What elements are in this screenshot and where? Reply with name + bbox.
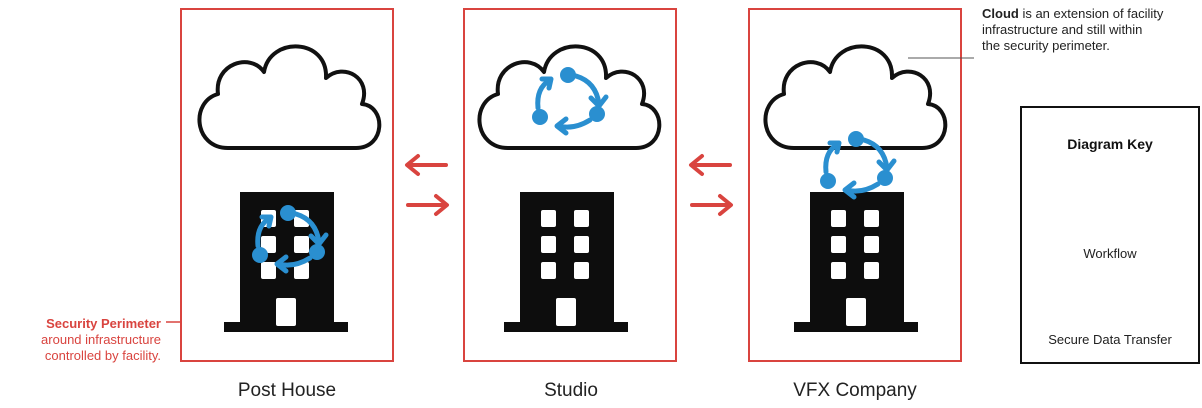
security-perimeter-line2: controlled by facility. — [44, 348, 161, 363]
facility-label-post-house: Post House — [237, 380, 337, 401]
building-icon — [504, 192, 628, 332]
cloud-note-title: Cloud — [982, 6, 1019, 21]
transfer-arrows-icon — [689, 154, 733, 216]
transfer-arrows-icon — [405, 154, 449, 216]
diagram-key-title: Diagram Key — [1067, 136, 1153, 152]
cloud-note-line2: infrastructure and still within — [982, 22, 1143, 37]
cloud-note-line1: is an extension of facility — [1018, 6, 1164, 21]
diagram-key: Diagram Key Workflow Secure Data Transfe… — [1020, 106, 1200, 364]
security-perimeter-annotation: Security Perimeter around infrastructure… — [4, 316, 161, 364]
security-perimeter-vfx-company — [748, 8, 962, 362]
security-perimeter-title: Security Perimeter — [46, 316, 161, 331]
facility-label-vfx-company: VFX Company — [793, 380, 917, 401]
cloud-note-line3: the security perimeter. — [982, 38, 1110, 53]
security-perimeter-studio — [463, 8, 677, 362]
cloud-icon — [477, 44, 662, 150]
building-icon — [794, 192, 918, 332]
diagram-key-workflow-label: Workflow — [1083, 246, 1137, 261]
cloud-icon — [197, 44, 382, 150]
security-perimeter-post-house — [180, 8, 394, 362]
diagram-key-transfer-label: Secure Data Transfer — [1048, 332, 1172, 347]
facility-label-studio: Studio — [544, 380, 598, 401]
security-perimeter-line1: around infrastructure — [41, 332, 161, 347]
cloud-annotation: Cloud is an extension of facility infras… — [982, 6, 1197, 54]
